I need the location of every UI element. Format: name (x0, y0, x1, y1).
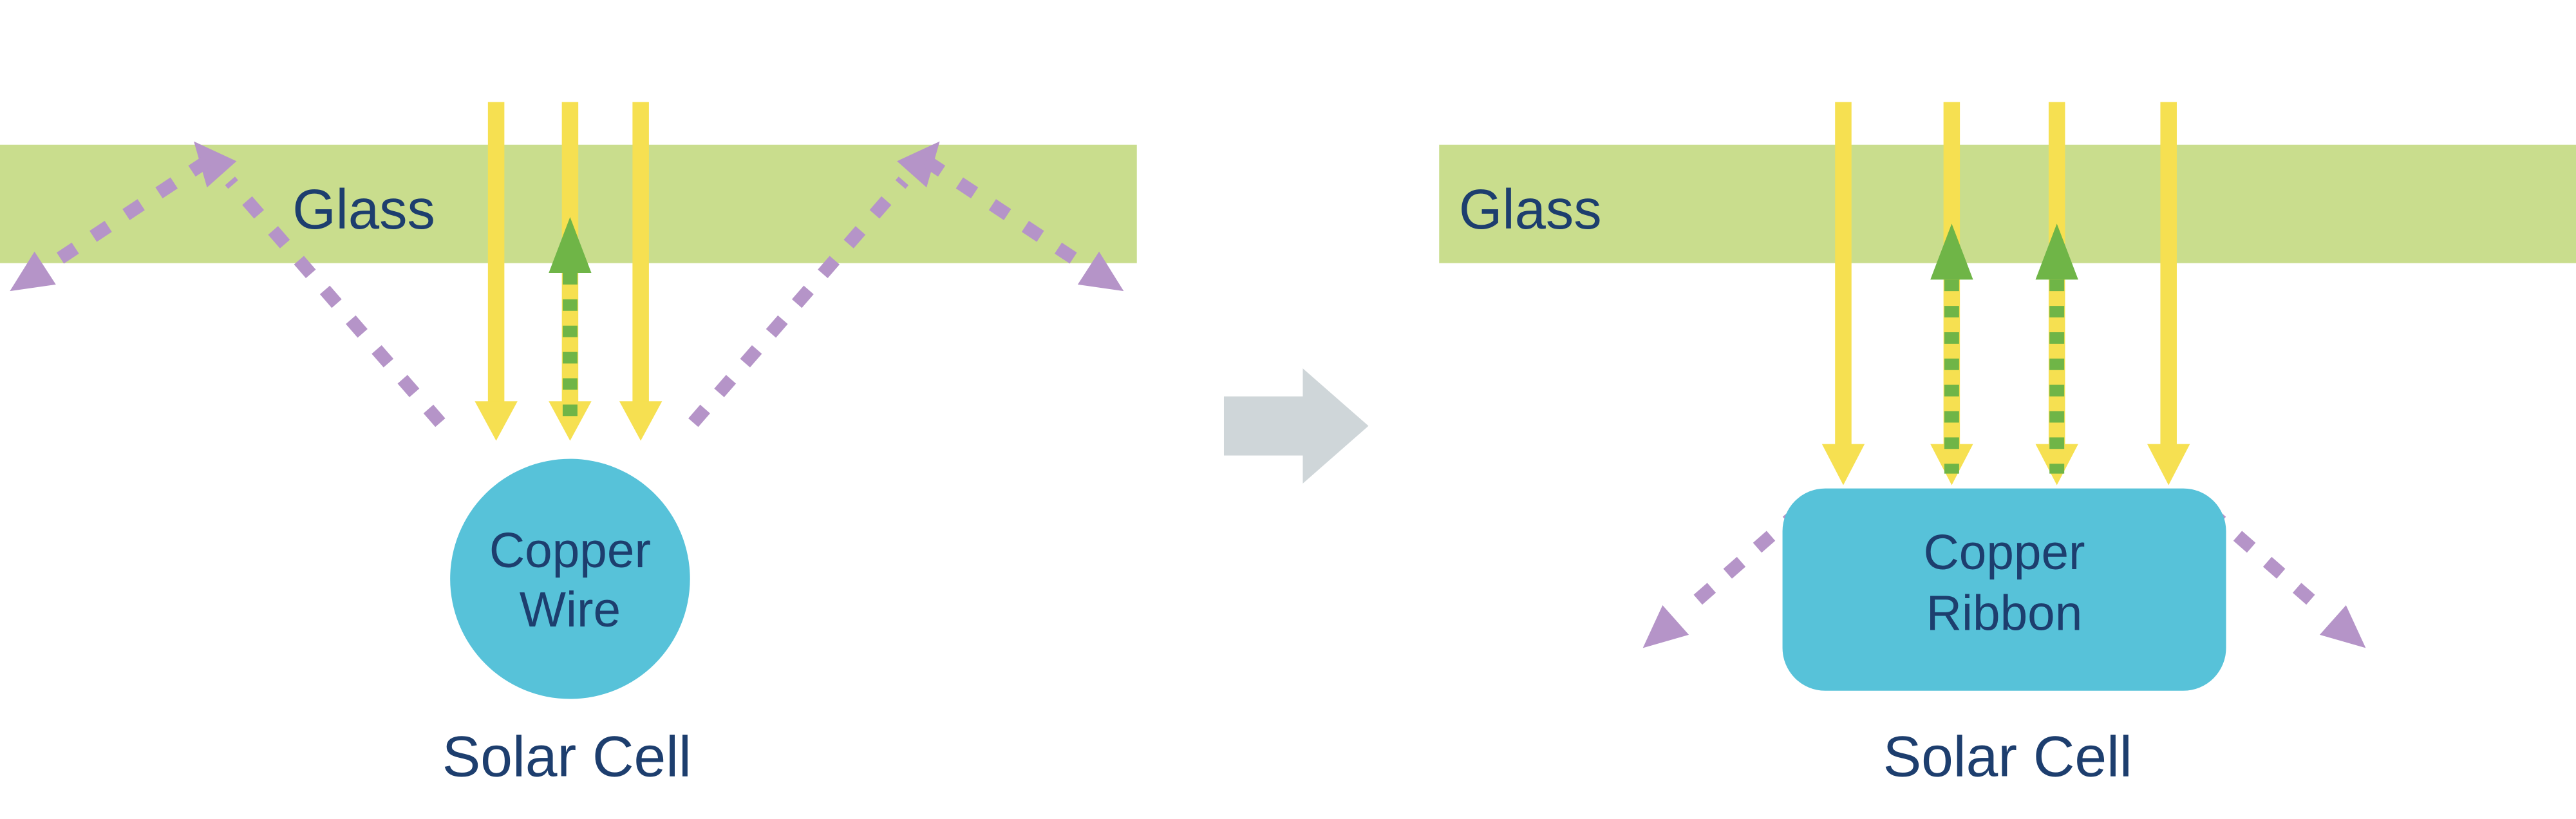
scattered-light-segment (688, 176, 909, 428)
sunlight-arrowhead-icon (619, 401, 663, 441)
scattered-light-arrowhead-icon (897, 141, 940, 188)
scattered-light-arrowhead-icon (194, 141, 237, 188)
sunlight-arrowhead-icon (1821, 444, 1865, 485)
reflected-light-arrowhead-icon (1930, 223, 1973, 280)
conductor-label-line2: Wire (520, 583, 621, 637)
sunlight-arrowhead-icon (2147, 444, 2190, 485)
scattered-light-arrowhead-icon (1077, 251, 1124, 292)
scattered-light-right-zigzag (688, 141, 1124, 428)
scattered-light-segment (225, 176, 446, 428)
glass-label: Glass (1459, 178, 1602, 241)
copper-wire-shape (450, 458, 690, 699)
glass-layer (1439, 144, 2576, 263)
transition-arrow-icon (1223, 368, 1369, 484)
scattered-light-arrowhead-icon (10, 251, 56, 292)
scattered-light-left-zigzag (10, 141, 446, 428)
solar-cell-label: Solar Cell (1883, 724, 2132, 789)
sunlight-arrowhead-icon (475, 401, 518, 441)
scattered-light-segment (2203, 505, 2331, 619)
reflected-light-arrows (1930, 223, 2078, 474)
right-panel: Glass Copper Ribbon Solar Cell (1439, 102, 2576, 789)
reflected-light-arrowhead-icon (2035, 223, 2078, 280)
conductor-label-line2: Ribbon (1926, 586, 2083, 641)
left-panel: Glass Copper Wire Solar Cell (0, 102, 1137, 789)
scattered-light-segment (49, 155, 211, 269)
reflected-light-arrowhead-icon (549, 217, 592, 273)
reflected-light-arrow (549, 217, 592, 421)
scattered-light-arrows (1642, 505, 2366, 648)
conductor-label-line1: Copper (489, 523, 651, 578)
scattered-light-segment (1678, 505, 1805, 619)
scattered-light-segment (923, 155, 1085, 269)
scattered-light-arrowhead-icon (2319, 605, 2366, 648)
sunlight-arrowhead-icon (549, 401, 592, 441)
glass-label: Glass (292, 178, 435, 241)
copper-ribbon-shape (1782, 488, 2226, 691)
solar-cell-label: Solar Cell (442, 724, 691, 789)
scattered-light-arrowhead-icon (1642, 605, 1689, 648)
conductor-label-line1: Copper (1924, 525, 2085, 580)
